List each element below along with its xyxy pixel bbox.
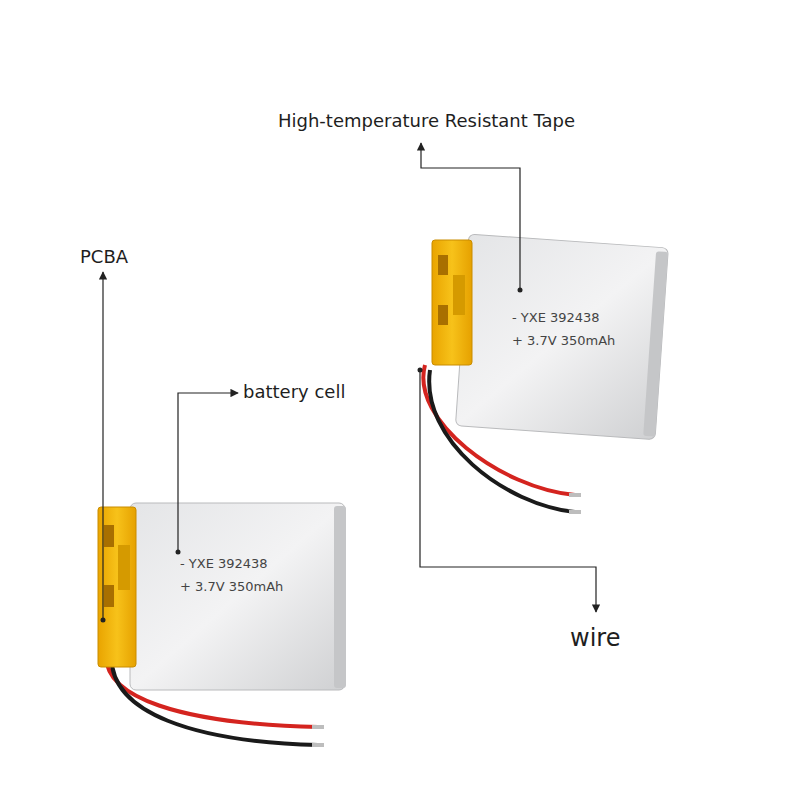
callout-label: PCBA	[80, 246, 128, 268]
callout-label: High-temperature Resistant Tape	[278, 110, 575, 132]
battery-marking: - YXE 392438	[180, 556, 268, 572]
battery-marking: - YXE 392438	[512, 310, 600, 326]
right-battery	[423, 234, 668, 512]
callout-label: wire	[570, 624, 620, 653]
battery-marking: + 3.7V 350mAh	[512, 333, 615, 349]
left-battery	[98, 503, 346, 745]
callout-label: battery cell	[243, 381, 345, 403]
leader-lines	[103, 143, 596, 620]
battery-marking: + 3.7V 350mAh	[180, 579, 283, 595]
